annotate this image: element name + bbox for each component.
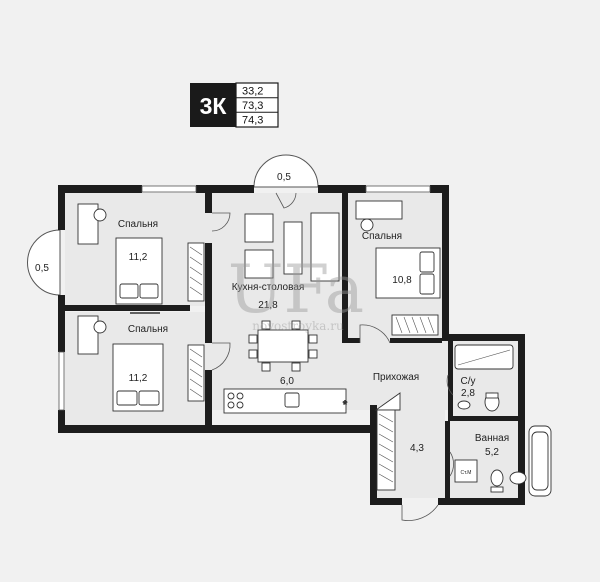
asterisk-mark: * — [343, 399, 348, 411]
corridor-wardrobe — [376, 409, 396, 491]
bedroom-1-furniture — [77, 203, 205, 305]
windows — [58, 185, 431, 411]
room-labels: Спальня 11,2 Спальня 11,2 Спальня 10,8 К… — [35, 172, 509, 458]
badge-areas-box — [235, 82, 279, 128]
kitchen-furniture: * — [223, 212, 348, 414]
bath-sink — [509, 471, 527, 485]
room-type-label: 3К — [200, 93, 228, 119]
corridor-area: 4,3 — [410, 443, 424, 454]
balcony-top-area: 0,5 — [277, 172, 291, 183]
wc-area: 2,8 — [461, 388, 475, 399]
balcony-left-area: 0,5 — [35, 263, 49, 274]
watermark-logo: UFa — [228, 251, 364, 328]
dining-table — [257, 329, 309, 363]
washing-machine — [454, 459, 478, 483]
balcony-top — [253, 154, 319, 188]
coffee-table — [283, 221, 303, 275]
bathroom-area: 5,2 — [485, 447, 499, 458]
living-area-value: 33,2 — [242, 86, 263, 98]
sink — [284, 392, 300, 408]
hall-furniture — [374, 392, 401, 491]
washing-machine-label: Ст.М — [461, 470, 472, 476]
doors — [211, 192, 454, 521]
bedroom-1-name: Спальня — [118, 219, 158, 230]
badge-box — [190, 83, 236, 127]
kitchen-area: 21,8 — [258, 300, 278, 311]
bedroom-3-area: 10,8 — [392, 275, 412, 286]
area-with-balcony-value: 74,3 — [242, 115, 263, 127]
bedroom-3-name: Спальня — [362, 231, 402, 242]
hall-name: Прихожая — [373, 372, 419, 383]
desk — [355, 200, 403, 220]
shower-tray — [454, 344, 514, 370]
bath-toilet — [490, 469, 504, 487]
armchair — [244, 213, 274, 243]
armchair — [244, 249, 274, 279]
bedroom-2-name: Спальня — [128, 324, 168, 335]
bathroom-name: Ванная — [475, 433, 509, 444]
total-area-value: 73,3 — [242, 100, 263, 112]
wardrobe — [187, 242, 205, 302]
watermark-site: novostroyka.ru — [252, 319, 344, 333]
bedroom-2-area: 11,2 — [129, 373, 148, 384]
wc-name: С/у — [461, 376, 476, 387]
dining-area: 6,0 — [280, 376, 294, 387]
walls — [58, 185, 525, 505]
balcony-left — [27, 229, 61, 296]
wc-sink — [457, 400, 471, 410]
bath-furniture — [454, 344, 552, 497]
kitchen-name: Кухня-столовая — [232, 282, 305, 293]
desk — [77, 315, 99, 355]
sofa — [310, 212, 340, 282]
apartment-badge: 3К 33,2 73,3 74,3 — [190, 82, 279, 128]
bedroom-3-furniture — [355, 200, 441, 336]
desk — [77, 203, 99, 245]
bedroom-2-furniture — [77, 312, 205, 412]
watermark: UFa novostroyka.ru — [228, 251, 364, 333]
bedroom-1-area: 11,2 — [129, 252, 148, 263]
